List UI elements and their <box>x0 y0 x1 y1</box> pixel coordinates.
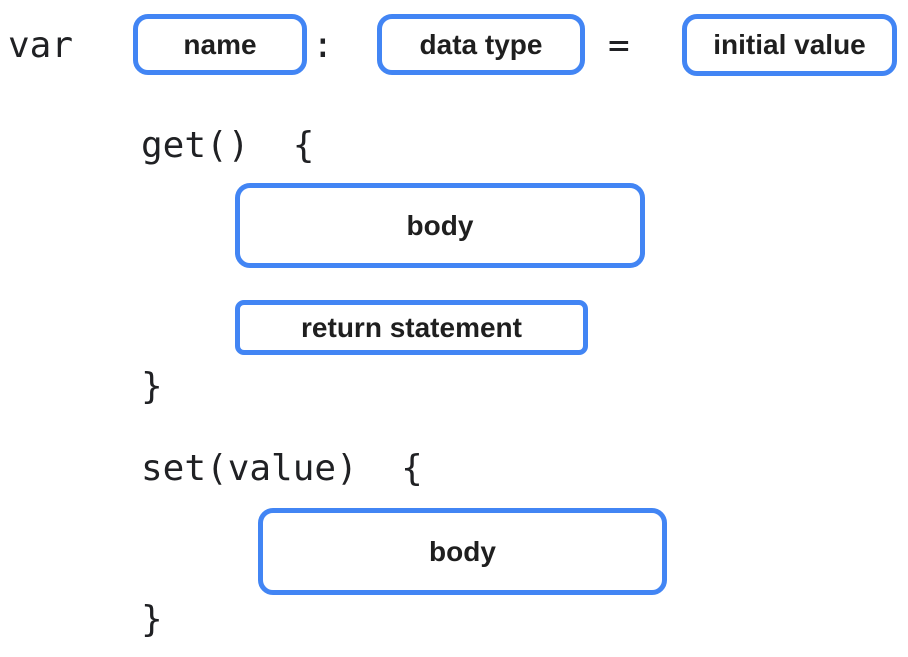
setter-body-placeholder-label: body <box>429 535 496 567</box>
setter-close-brace: } <box>141 599 163 640</box>
return-statement-placeholder-box: return statement <box>235 300 588 355</box>
var-keyword: var <box>8 25 74 66</box>
colon-token: : <box>312 25 334 66</box>
equals-token: = <box>608 25 630 66</box>
name-placeholder-label: name <box>183 28 257 60</box>
setter-body-placeholder-box: body <box>258 508 667 595</box>
setter-open-line: set(value) { <box>141 448 423 489</box>
initial-value-placeholder-box: initial value <box>682 14 897 76</box>
name-placeholder-box: name <box>133 14 307 75</box>
data-type-placeholder-label: data type <box>419 28 543 60</box>
return-statement-placeholder-label: return statement <box>301 311 522 343</box>
getter-open-line: get() { <box>141 125 315 166</box>
getter-body-placeholder-label: body <box>406 209 474 241</box>
getter-close-brace: } <box>141 366 163 407</box>
getter-body-placeholder-box: body <box>235 183 645 268</box>
data-type-placeholder-box: data type <box>377 14 585 75</box>
initial-value-placeholder-label: initial value <box>713 29 866 60</box>
